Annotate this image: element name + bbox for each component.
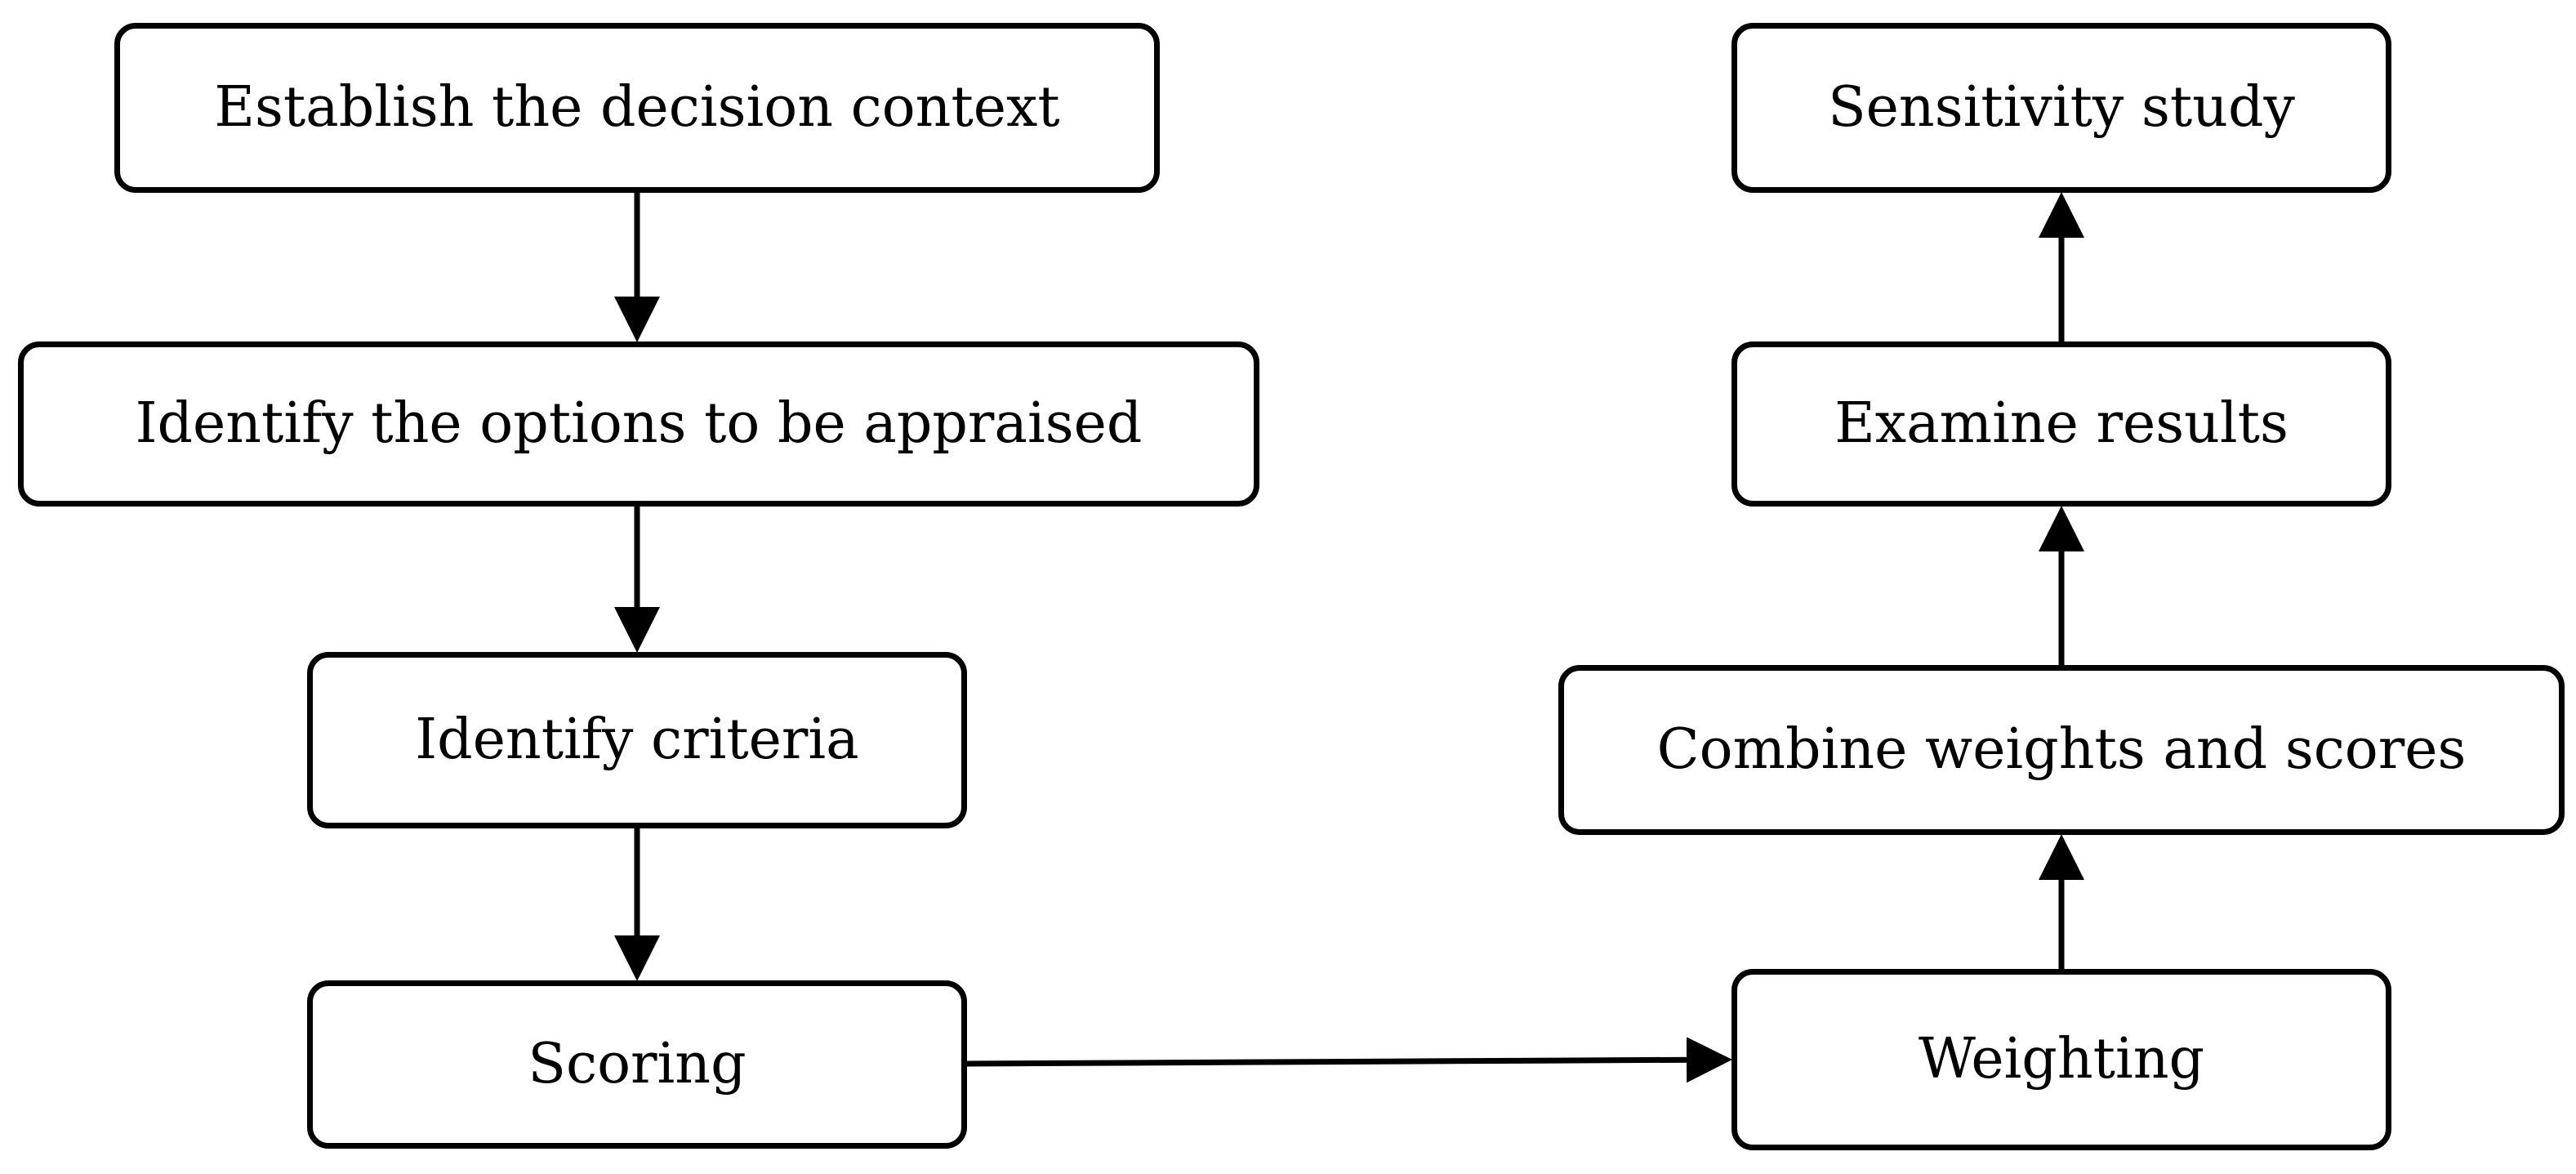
node-identify-options[interactable]: Identify the options to be appraised bbox=[18, 341, 1259, 507]
node-sensitivity-study[interactable]: Sensitivity study bbox=[1731, 23, 2391, 193]
node-weighting[interactable]: Weighting bbox=[1731, 969, 2391, 1150]
node-label: Identify the options to be appraised bbox=[135, 391, 1143, 456]
node-combine-weights-scores[interactable]: Combine weights and scores bbox=[1558, 665, 2565, 835]
node-label: Scoring bbox=[528, 1032, 747, 1096]
node-label: Combine weights and scores bbox=[1656, 717, 2467, 782]
node-establish-decision-context[interactable]: Establish the decision context bbox=[114, 23, 1160, 193]
node-identify-criteria[interactable]: Identify criteria bbox=[307, 652, 967, 828]
node-examine-results[interactable]: Examine results bbox=[1731, 341, 2391, 507]
arrow-scoring-to-weighting bbox=[966, 1037, 1732, 1083]
node-label: Sensitivity study bbox=[1828, 75, 2295, 140]
node-label: Establish the decision context bbox=[214, 75, 1060, 140]
node-scoring[interactable]: Scoring bbox=[307, 980, 967, 1149]
node-label: Weighting bbox=[1918, 1027, 2205, 1091]
node-label: Identify criteria bbox=[415, 708, 859, 772]
node-label: Examine results bbox=[1834, 391, 2289, 456]
